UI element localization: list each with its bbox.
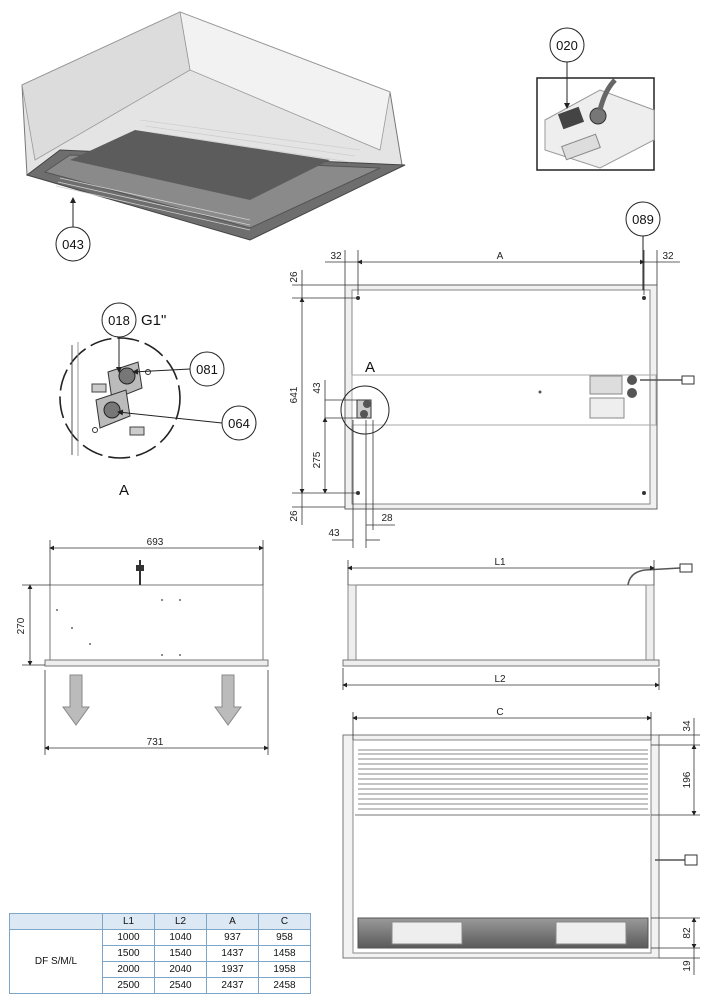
callout-018 — [101, 302, 137, 338]
table-row: DF S/M/L 1000 1040 937 958 — [9, 929, 311, 994]
callout-081-label: 081 — [196, 362, 218, 377]
dim-l1: L1 — [494, 557, 506, 568]
dim-34: 34 — [682, 720, 693, 732]
table-header-cell: A — [206, 913, 259, 930]
dimension-table: L1 L2 A C DF S/M/L 1000 1040 937 958 150… — [9, 913, 311, 994]
table-cell: 1540 — [154, 945, 207, 962]
table-cell: 2458 — [258, 977, 311, 994]
detail-a: 018 G1" 081 064 A — [59, 302, 257, 499]
dim-731: 731 — [147, 737, 164, 748]
thread-label: G1" — [141, 312, 166, 329]
table-row: 2500 2540 2437 2458 — [10, 977, 311, 994]
dim-26-top: 26 — [289, 271, 300, 283]
detail-a-marker: A — [365, 359, 375, 376]
table-header-cell: L2 — [154, 913, 207, 930]
dim-693: 693 — [147, 537, 164, 548]
callout-018-label: 018 — [108, 313, 130, 328]
dim-19: 19 — [682, 960, 693, 972]
callout-089-label: 089 — [632, 212, 654, 227]
dim-43-horizontal: 43 — [328, 528, 340, 539]
callout-043 — [55, 226, 91, 262]
table-cell: 2540 — [154, 977, 207, 994]
callout-064-label: 064 — [228, 416, 250, 431]
detail-a-title: A — [119, 482, 129, 499]
dim-270: 270 — [16, 617, 27, 634]
table-header-row: L1 L2 A C — [9, 913, 311, 930]
table-header-cell: C — [258, 913, 311, 930]
table-header-cell: L1 — [102, 913, 155, 930]
table-cell: 2040 — [154, 961, 207, 978]
table-cell: 1458 — [258, 945, 311, 962]
rear-view: A 089 32 A 32 — [289, 201, 695, 548]
callout-020-label: 020 — [556, 38, 578, 53]
table-cell: 958 — [258, 929, 311, 946]
detail-020: 020 — [536, 27, 655, 171]
side-view: 693 270 731 — [16, 537, 269, 755]
table-cell: 937 — [206, 929, 259, 946]
dim-32-left: 32 — [330, 251, 342, 262]
table-cell: 1937 — [206, 961, 259, 978]
table-cell: 2000 — [102, 961, 155, 978]
dim-275: 275 — [312, 451, 323, 468]
table-cell: 1040 — [154, 929, 207, 946]
table-cell: 1500 — [102, 945, 155, 962]
dim-32-right: 32 — [662, 251, 674, 262]
dim-82: 82 — [682, 927, 693, 939]
callout-081 — [189, 351, 225, 387]
dim-28: 28 — [381, 513, 393, 524]
dim-l2: L2 — [494, 674, 506, 685]
table-cell: 2437 — [206, 977, 259, 994]
dim-43-vertical: 43 — [312, 382, 323, 394]
dim-641: 641 — [289, 386, 300, 403]
dim-26-bottom: 26 — [289, 510, 300, 522]
model-cell: DF S/M/L — [9, 929, 103, 994]
dim-a: A — [497, 251, 504, 262]
table-header-cell — [9, 913, 103, 930]
callout-064 — [221, 405, 257, 441]
table-cell: 1437 — [206, 945, 259, 962]
front-view: L1 L2 — [342, 557, 693, 690]
perspective-unit: 043 — [21, 11, 406, 262]
callout-043-label: 043 — [62, 237, 84, 252]
table-cell: 1000 — [102, 929, 155, 946]
callout-020 — [549, 27, 585, 63]
table-cell: 2500 — [102, 977, 155, 994]
bottom-view: C 34 196 82 19 — [342, 707, 700, 975]
dim-196: 196 — [682, 771, 693, 788]
table-cell: 1958 — [258, 961, 311, 978]
dim-c: C — [496, 707, 503, 718]
